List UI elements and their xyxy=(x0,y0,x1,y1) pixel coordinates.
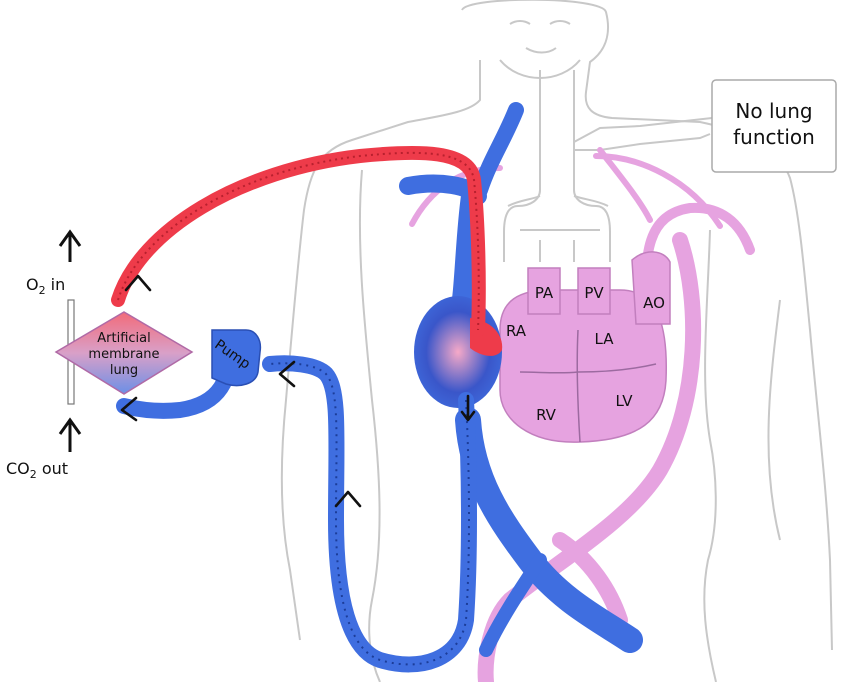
o2-arrow-icon xyxy=(60,232,80,262)
right-arm-inner xyxy=(768,300,780,540)
label-la: LA xyxy=(595,330,615,348)
label-pv: PV xyxy=(584,284,604,302)
heart xyxy=(500,252,670,442)
torso-right-outline xyxy=(704,230,716,682)
label-lv: LV xyxy=(616,392,634,410)
label-rv: RV xyxy=(536,406,557,424)
callout-line-2: function xyxy=(733,125,815,149)
device-line-3: lung xyxy=(110,363,138,378)
torso-left-outline xyxy=(360,170,380,682)
co2-arrow-icon xyxy=(60,420,80,452)
label-ra: RA xyxy=(506,322,527,340)
label-ao: AO xyxy=(643,294,665,312)
callout-pointer xyxy=(574,134,710,150)
flow-arrows xyxy=(122,276,474,506)
femoral-return-vein xyxy=(486,560,540,650)
label-pa: PA xyxy=(535,284,554,302)
trachea xyxy=(504,70,610,262)
o2-in-label: O2 in xyxy=(26,275,65,297)
jugular-vein xyxy=(480,110,516,190)
trachea-lungs xyxy=(504,70,610,262)
face-features xyxy=(510,21,570,53)
device-line-1: Artificial xyxy=(97,331,150,346)
aorta-root xyxy=(632,252,670,324)
callout-line-1: No lung xyxy=(735,99,812,123)
device-line-2: membrane xyxy=(88,347,159,362)
co2-out-label: CO2 out xyxy=(6,459,68,481)
